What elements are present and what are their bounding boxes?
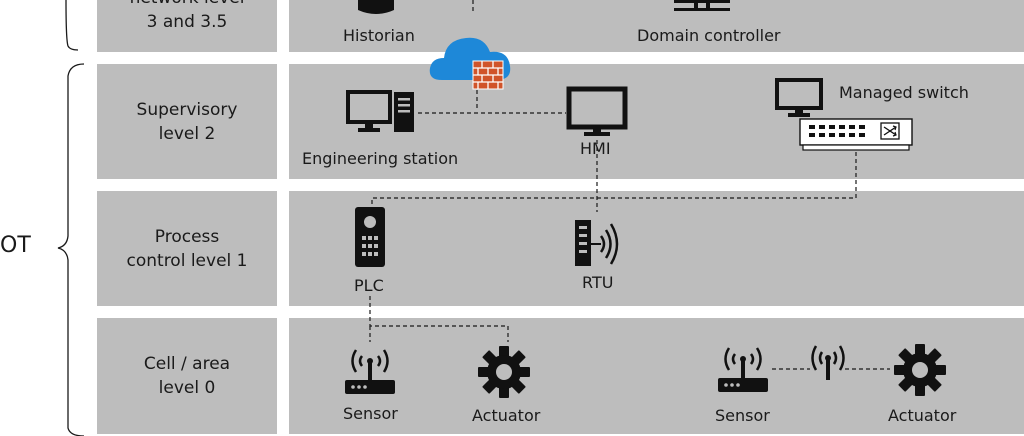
- sensor-1-label: Sensor: [343, 404, 398, 423]
- firewall-icon: [472, 60, 504, 90]
- network-switch-icon: [799, 118, 913, 151]
- rtu-icon: [575, 220, 619, 266]
- domain-controller-label: Domain controller: [637, 26, 781, 45]
- hmi-label: HMI: [580, 139, 611, 158]
- plc-icon: [355, 207, 385, 267]
- historian-label: Historian: [343, 26, 415, 45]
- actuator-2-label: Actuator: [888, 406, 957, 425]
- ot-group-label: OT: [0, 233, 31, 258]
- gear-icon: [478, 346, 530, 398]
- desktop-computer-icon: [346, 90, 414, 132]
- band-network-bg: [289, 0, 1024, 52]
- rtu-label: RTU: [582, 273, 614, 292]
- managed-switch-label: Managed switch: [839, 83, 969, 102]
- sensor-2-label: Sensor: [715, 406, 770, 425]
- server-rack-icon: [674, 0, 730, 11]
- link-switch-down: [371, 152, 857, 208]
- level-supervisory-label: Supervisory level 2: [136, 100, 238, 144]
- band-cell-label-bg: [97, 318, 277, 434]
- link-plc-cell: [369, 296, 509, 342]
- level-network-label: network level 3 and 3.5: [130, 0, 245, 32]
- wireless-sensor-icon: [718, 347, 768, 392]
- database-icon: [358, 0, 394, 14]
- band-process-bg: [289, 191, 1024, 306]
- band-cell-bg: [289, 318, 1024, 434]
- gear-icon: [894, 344, 946, 396]
- actuator-1-label: Actuator: [472, 406, 541, 425]
- wireless-sensor-icon: [345, 349, 395, 394]
- ot-bracket: [57, 63, 85, 436]
- band-supervisory-label-bg: [97, 64, 277, 179]
- engineering-station-label: Engineering station: [302, 149, 459, 168]
- managed-switch-monitor-icon: [775, 78, 823, 117]
- level-cell-label: Cell / area level 0: [143, 354, 231, 398]
- monitor-icon: [566, 86, 628, 136]
- band-process-label-bg: [97, 191, 277, 306]
- plc-label: PLC: [354, 276, 384, 295]
- network-bracket: [65, 0, 79, 51]
- band-network-label-bg: [97, 0, 277, 52]
- wireless-antenna-icon: [811, 345, 845, 380]
- level-process-label: Process control level 1: [126, 227, 248, 271]
